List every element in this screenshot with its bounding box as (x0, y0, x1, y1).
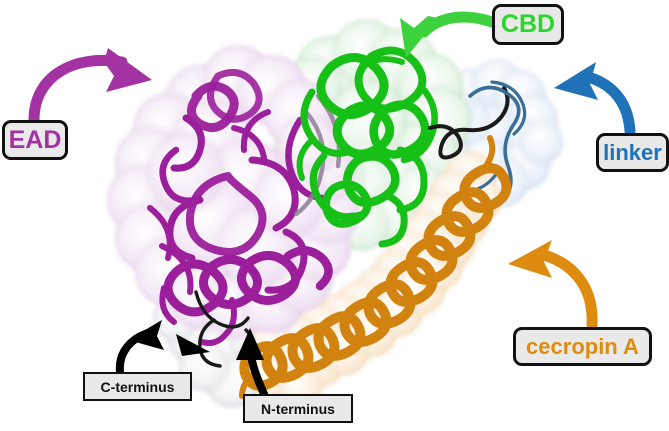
callout-cbd: CBD (492, 4, 564, 45)
ribbon-cecropin (239, 135, 512, 399)
callout-n-terminus: N-terminus (243, 394, 353, 423)
arrow-cbd (400, 11, 498, 58)
callout-ead: EAD (2, 120, 68, 160)
arrow-ead (28, 48, 152, 126)
ribbon-ead (147, 68, 333, 346)
callout-c-terminus: C-terminus (83, 372, 192, 401)
ribbon-cbd (296, 46, 438, 248)
callout-linker-label: linker (603, 139, 662, 165)
callout-cbd-label: CBD (500, 10, 556, 38)
arrow-cterminus (115, 320, 164, 376)
callout-cecropin-a: cecropin A (513, 327, 652, 366)
callout-ead-label: EAD (8, 125, 62, 154)
arrow-linker (554, 62, 636, 137)
callout-c-terminus-label: C-terminus (100, 378, 175, 395)
arrow-nterminus (236, 328, 268, 398)
arrow-cecropin (508, 240, 598, 331)
ribbon-linker (428, 80, 527, 202)
arrow-cterminus-tip (176, 334, 210, 356)
callout-cecropin-a-label: cecropin A (526, 333, 639, 359)
callout-n-terminus-label: N-terminus (261, 400, 335, 417)
callout-linker: linker (596, 133, 669, 172)
